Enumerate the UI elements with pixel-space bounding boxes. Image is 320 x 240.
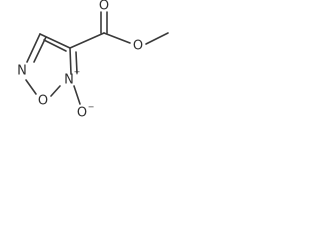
bond-c4-c3-double [43, 39, 67, 52]
bond-carbonyl-c-ester-o [103, 32, 131, 44]
chemical-structure: O O N O N + O − [17, 0, 169, 121]
atom-labels: O O N O N + O − [17, 0, 143, 121]
ring-oxygen-label: O [38, 94, 48, 109]
bond-c3-nplus-double [75, 51, 78, 74]
ring-nitrogen-left-label: N [17, 64, 27, 79]
n-oxide-oxygen-label: O [77, 106, 87, 121]
bond-c3-carbonyl-c [69, 32, 105, 49]
bonds [25, 11, 169, 105]
carbonyl-oxygen-label: O [99, 0, 109, 14]
bond-nplus-ominus [73, 85, 81, 105]
ester-oxygen-label: O [133, 39, 143, 54]
ring-nitrogen-right-label: N [64, 73, 74, 88]
n-oxide-oxygen-charge: − [88, 103, 95, 112]
bond-ester-o-methyl [145, 32, 169, 45]
ring-nitrogen-right-charge: + [74, 68, 81, 77]
bond-c3-nplus [69, 47, 72, 75]
bond-c4-n [26, 33, 41, 63]
bond-c4-c3 [39, 33, 71, 49]
bond-n-o-ring [25, 79, 37, 95]
bond-o-nplus [50, 85, 61, 97]
bond-c4-n-double [33, 36, 47, 63]
